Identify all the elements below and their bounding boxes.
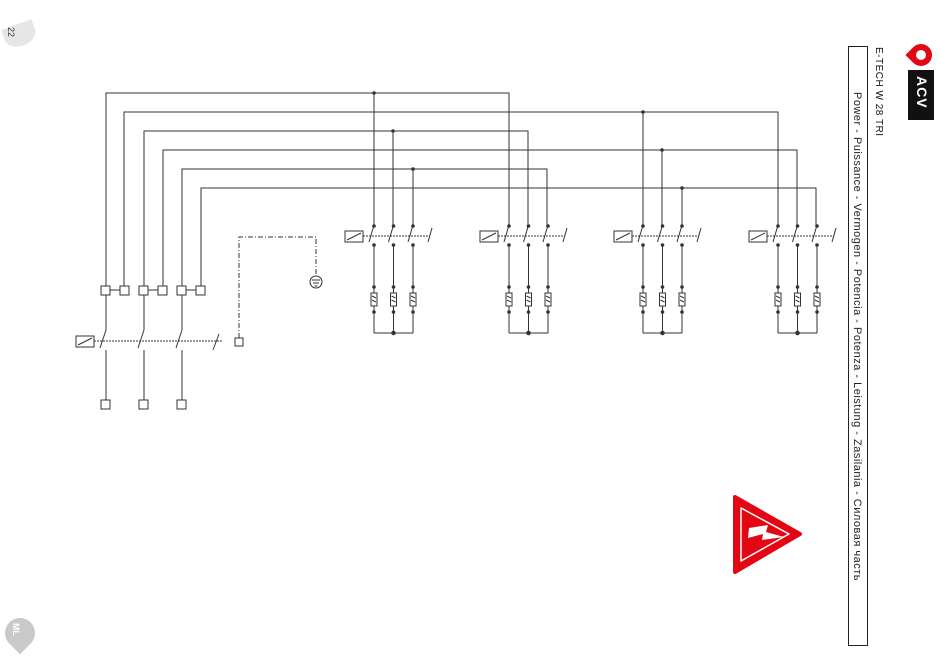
language-tab-label: ML [11, 623, 21, 636]
contactor-group [749, 225, 836, 335]
heating-element [775, 293, 781, 306]
heater-contactor-groups [345, 225, 836, 335]
contactor-group [345, 225, 432, 335]
heating-element [660, 293, 666, 306]
high-voltage-warning-icon [735, 497, 800, 572]
main-power-input [76, 286, 243, 409]
earth-ground-icon [239, 237, 322, 338]
heating-element [506, 293, 512, 306]
phase-wires [106, 93, 816, 286]
page-title: Power - Puissance - Vermogen - Potencia … [851, 92, 863, 581]
contactor-group [614, 225, 701, 335]
model-name: E-TECH W 28 TRI [873, 47, 884, 137]
contactor-group [480, 225, 567, 335]
heating-element [410, 293, 416, 306]
heating-element [526, 293, 532, 306]
page-number: 22 [6, 27, 16, 37]
heating-element [371, 293, 377, 306]
heating-element [391, 293, 397, 306]
brand-name: ACV [914, 76, 930, 109]
acv-flame-inner [916, 50, 926, 60]
heating-element [679, 293, 685, 306]
heating-element [640, 293, 646, 306]
heating-element [545, 293, 551, 306]
heating-element [814, 293, 820, 306]
heating-element [795, 293, 801, 306]
